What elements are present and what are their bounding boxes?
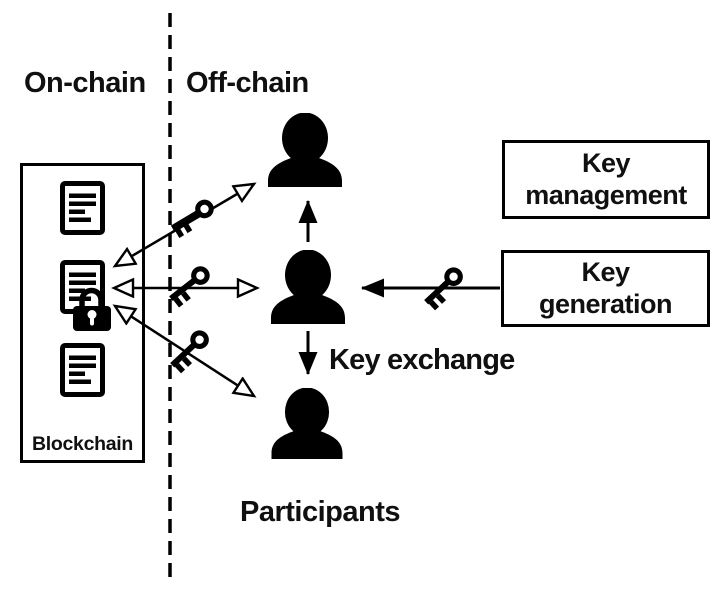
key-exchange-label: Key exchange <box>329 344 515 376</box>
person-icon-bottom <box>271 388 343 459</box>
person-icon-middle <box>271 250 345 324</box>
key-generation-box: Key generation <box>501 250 710 327</box>
key-icon <box>167 196 219 239</box>
participants-label: Participants <box>240 496 401 528</box>
off-chain-label: Off-chain <box>186 67 309 99</box>
document-icon <box>63 346 103 395</box>
document-icon <box>63 184 103 233</box>
on-chain-label: On-chain <box>24 67 146 99</box>
person-icon-top <box>268 113 342 187</box>
blockchain-label: Blockchain <box>31 433 134 455</box>
key-icon <box>165 262 216 309</box>
lock-icon <box>73 287 111 331</box>
key-management-box: Key management <box>502 140 710 219</box>
